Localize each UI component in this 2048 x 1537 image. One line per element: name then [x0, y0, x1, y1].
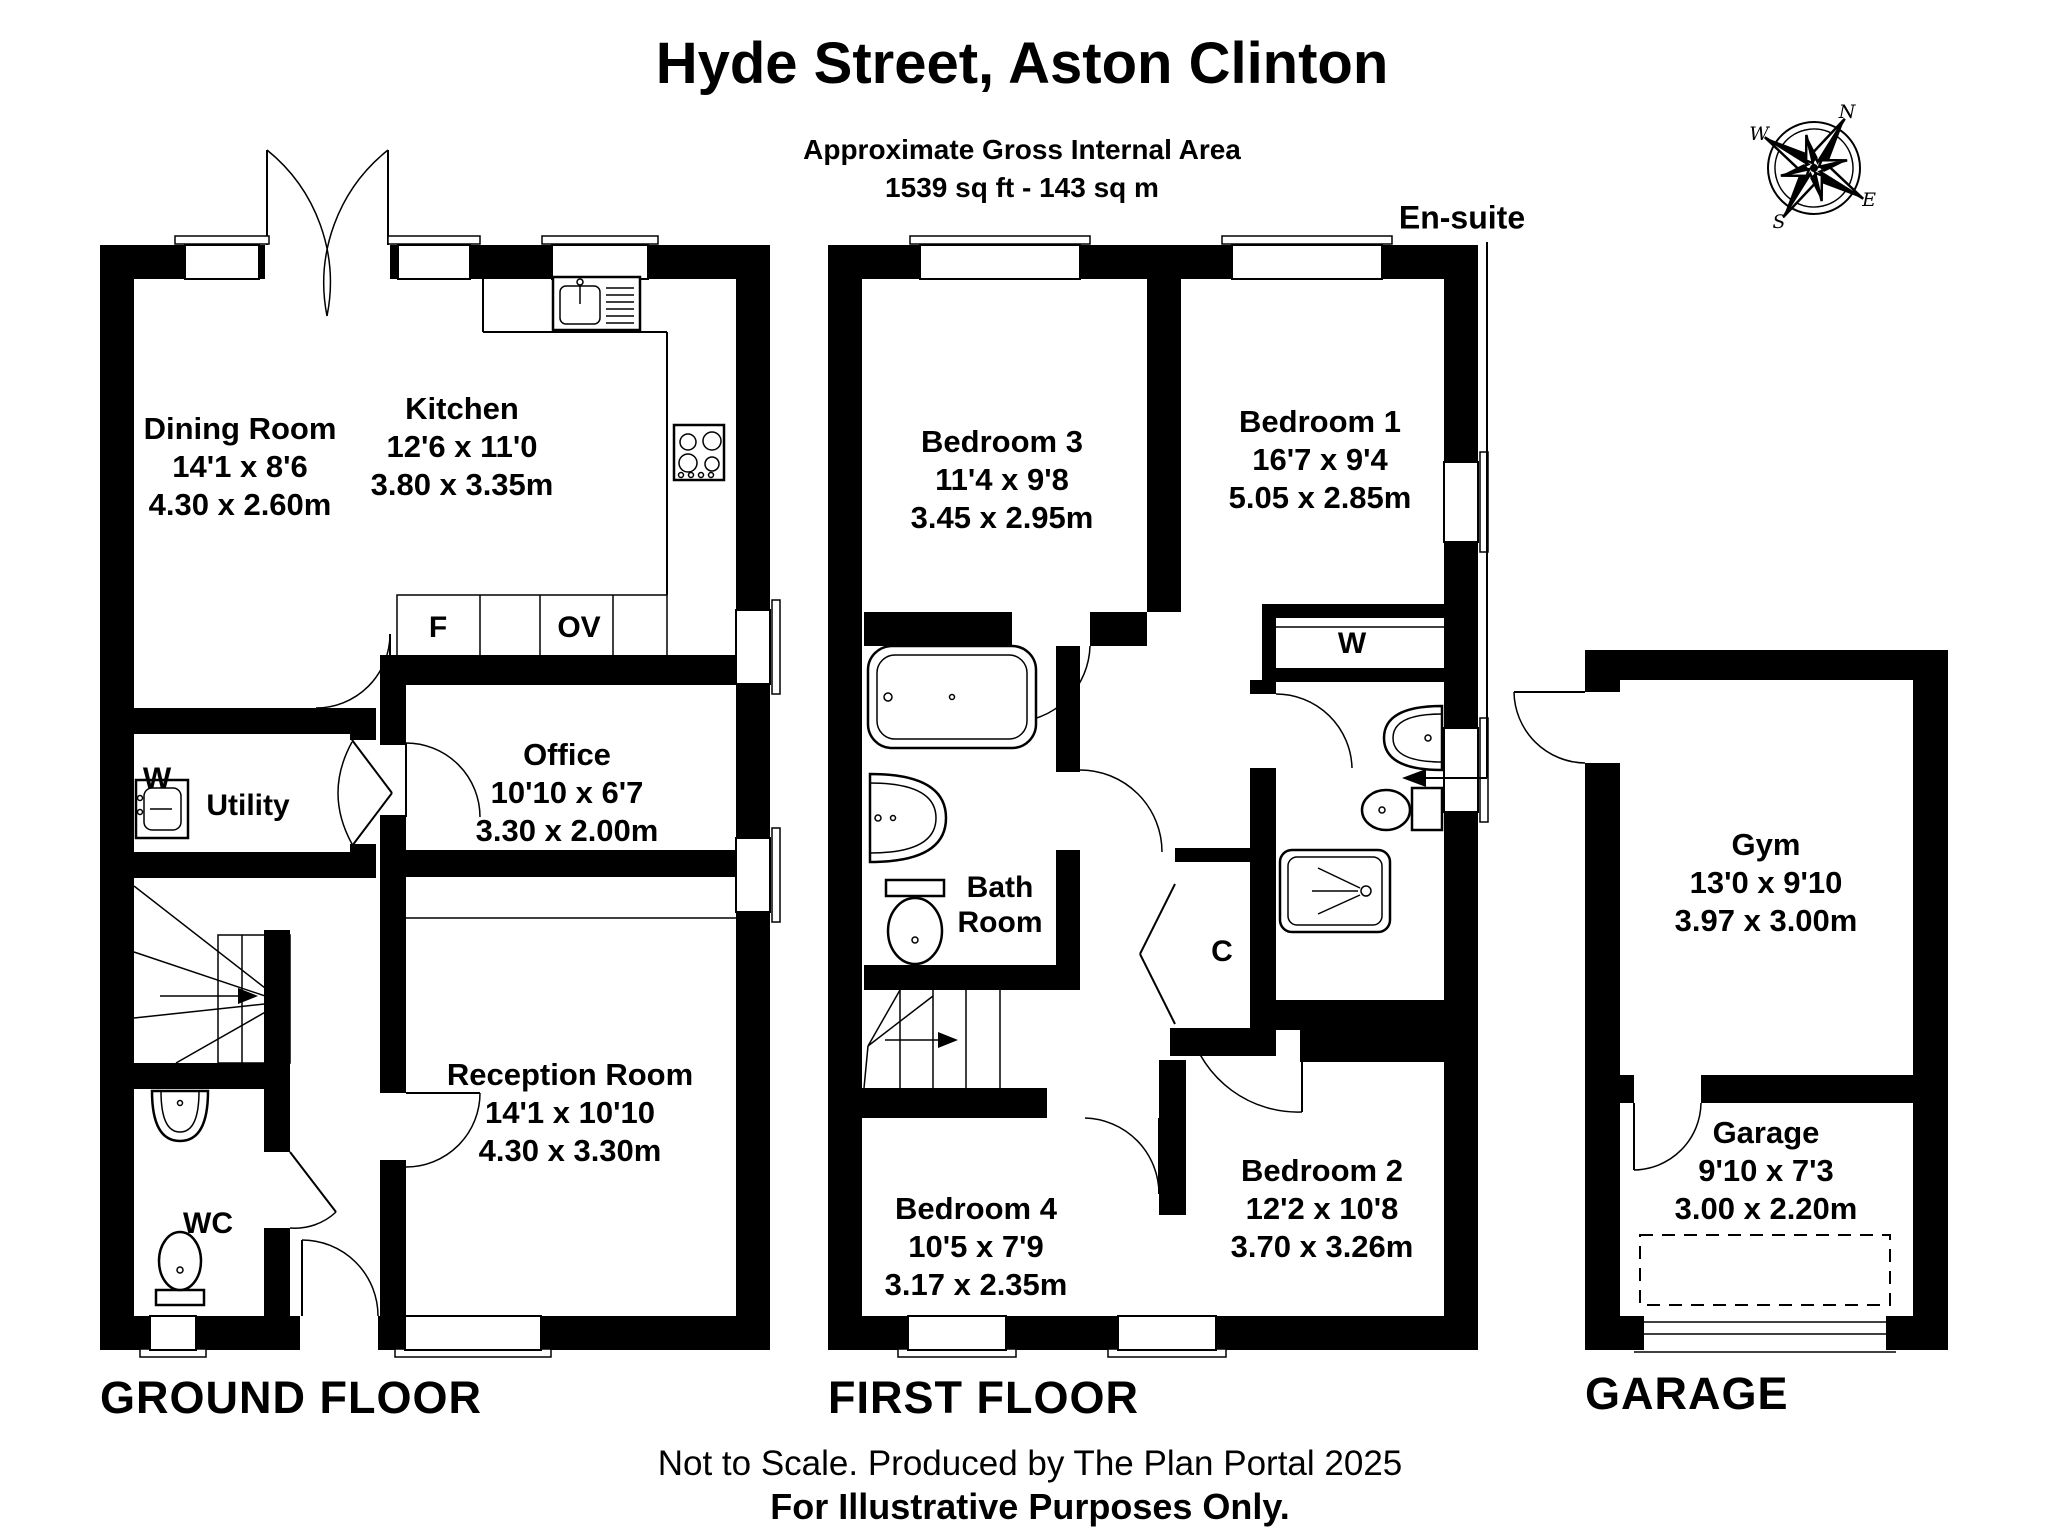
bathroom-door — [1079, 769, 1163, 853]
room-size-metric: 4.30 x 3.30m — [478, 1133, 662, 1168]
bath-room-label: Bath Room — [957, 871, 1043, 939]
compass-w-label: W — [1749, 123, 1769, 145]
page-title: Hyde Street, Aston Clinton — [655, 31, 1389, 96]
wc-label: WC — [183, 1207, 233, 1240]
room-size-imperial: 14'1 x 8'6 — [172, 449, 308, 484]
subtitle-area: Approximate Gross Internal Area — [803, 134, 1241, 165]
room-size-metric: 3.70 x 3.26m — [1230, 1229, 1414, 1264]
room-size-imperial: 9'10 x 7'3 — [1698, 1153, 1834, 1188]
room-size-imperial: 14'1 x 10'10 — [485, 1095, 655, 1130]
room-label-dining-room: Dining Room 14'1 x 8'6 4.30 x 2.60m — [144, 410, 337, 524]
utility-sink-icon — [134, 778, 190, 840]
dining-hall-door — [315, 633, 391, 709]
utility-bifold-door — [337, 739, 393, 847]
room-name: Bedroom 2 — [1241, 1153, 1403, 1188]
room-size-imperial: 10'10 x 6'7 — [490, 775, 644, 810]
room-label-reception-room: Reception Room 14'1 x 10'10 4.30 x 3.30m — [447, 1056, 693, 1170]
garage-door — [1634, 1321, 1896, 1353]
hob-icon — [672, 423, 726, 482]
room-label-bedroom-1: Bedroom 1 16'7 x 9'4 5.05 x 2.85m — [1229, 403, 1412, 517]
washer-label: W — [142, 762, 172, 795]
window — [897, 235, 1489, 1358]
gym-door — [1513, 691, 1586, 764]
wc-sink-icon — [150, 1089, 210, 1143]
garage-section-label: GARAGE — [1585, 1368, 1789, 1419]
room-size-metric: 3.17 x 2.35m — [884, 1267, 1068, 1302]
garage-internal-door — [1633, 1102, 1702, 1171]
cupboard-label: C — [1211, 935, 1233, 968]
room-size-metric: 3.45 x 2.95m — [910, 500, 1094, 535]
first-floor-label: FIRST FLOOR — [828, 1372, 1139, 1423]
room-name: Reception Room — [446, 1057, 694, 1092]
bathroom-sink-icon — [868, 772, 948, 864]
room-name: Bedroom 3 — [921, 424, 1083, 459]
stairs-ground — [133, 885, 291, 1064]
utility-label: Utility — [206, 789, 290, 822]
room-name: Gym — [1731, 827, 1801, 862]
room-size-imperial: 11'4 x 9'8 — [935, 462, 1069, 497]
room-size-imperial: 13'0 x 9'10 — [1689, 865, 1843, 900]
room-size-imperial: 16'7 x 9'4 — [1252, 442, 1388, 477]
fridge-label: F — [428, 611, 448, 644]
kitchen-sink-icon — [551, 275, 642, 332]
room-size-imperial: 10'5 x 7'9 — [908, 1229, 1044, 1264]
window — [139, 235, 781, 1358]
room-label-garage: Garage 9'10 x 7'3 3.00 x 2.20m — [1675, 1114, 1858, 1228]
room-label-bedroom-2: Bedroom 2 12'2 x 10'8 3.70 x 3.26m — [1231, 1152, 1414, 1266]
room-size-metric: 5.05 x 2.85m — [1228, 480, 1412, 515]
room-size-imperial: 12'6 x 11'0 — [386, 429, 538, 464]
shower-icon — [1278, 848, 1392, 934]
wc-toilet-icon — [154, 1230, 206, 1307]
room-name: Garage — [1712, 1115, 1820, 1150]
room-size-metric: 3.00 x 2.20m — [1674, 1191, 1858, 1226]
subtitle-sqft: 1539 sq ft - 143 sq m — [885, 172, 1159, 203]
ensuite-leader-line — [1402, 242, 1488, 787]
entry-double-door — [266, 149, 389, 317]
ground-floor-plan — [100, 149, 781, 1358]
oven-label: OV — [557, 611, 601, 644]
room-size-imperial: 12'2 x 10'8 — [1245, 1191, 1399, 1226]
kitchen-counter — [396, 279, 668, 658]
room-name: Office — [523, 737, 611, 772]
room-size-metric: 4.30 x 2.60m — [148, 487, 332, 522]
compass-e-label: E — [1862, 189, 1876, 211]
ensuite-door — [1275, 693, 1353, 769]
ensuite-toilet-icon — [1360, 786, 1444, 832]
room-label-office: Office 10'10 x 6'7 3.30 x 2.00m — [476, 736, 659, 850]
room-name: Bedroom 1 — [1239, 404, 1401, 439]
compass-n-label: N — [1838, 101, 1856, 123]
room-name: Bedroom 4 — [895, 1191, 1057, 1226]
first-floor-plan — [828, 235, 1489, 1358]
parking-space-outline — [1639, 1234, 1891, 1306]
wc-door — [289, 1151, 337, 1229]
compass-icon — [1763, 117, 1865, 219]
reception-door — [405, 1092, 481, 1168]
room-name: Kitchen — [405, 391, 519, 426]
room-name: Dining Room — [143, 411, 337, 446]
bath-icon — [866, 644, 1038, 750]
compass-s-label: S — [1772, 211, 1786, 233]
room-label-bedroom-3: Bedroom 3 11'4 x 9'8 3.45 x 2.95m — [911, 423, 1094, 537]
room-size-metric: 3.97 x 3.00m — [1674, 903, 1858, 938]
wardrobe-label: W — [1337, 627, 1367, 660]
bedroom4-door — [1084, 1117, 1160, 1195]
ground-floor-label: GROUND FLOOR — [100, 1372, 482, 1423]
garage-plan — [1513, 650, 1948, 1353]
hall-rear-door — [301, 1239, 379, 1317]
bathroom-toilet-icon — [884, 878, 946, 966]
ensuite-callout-label: En-suite — [1398, 199, 1526, 236]
room-label-gym: Gym 13'0 x 9'10 3.97 x 3.00m — [1675, 826, 1858, 940]
footer-disclaimer: Not to Scale. Produced by The Plan Porta… — [657, 1444, 1403, 1483]
ensuite-sink-icon — [1382, 704, 1444, 772]
bedroom2-door — [1189, 1029, 1303, 1113]
room-size-metric: 3.30 x 2.00m — [475, 813, 659, 848]
cupboard-bifold-door — [1139, 883, 1176, 1025]
room-size-metric: 3.80 x 3.35m — [370, 467, 554, 502]
office-door — [405, 742, 481, 818]
stairs-first — [863, 989, 1001, 1089]
footer-illustrative: For Illustrative Purposes Only. — [770, 1486, 1290, 1527]
room-label-kitchen: Kitchen 12'6 x 11'0 3.80 x 3.35m — [371, 390, 554, 504]
room-label-bedroom-4: Bedroom 4 10'5 x 7'9 3.17 x 2.35m — [885, 1190, 1068, 1304]
